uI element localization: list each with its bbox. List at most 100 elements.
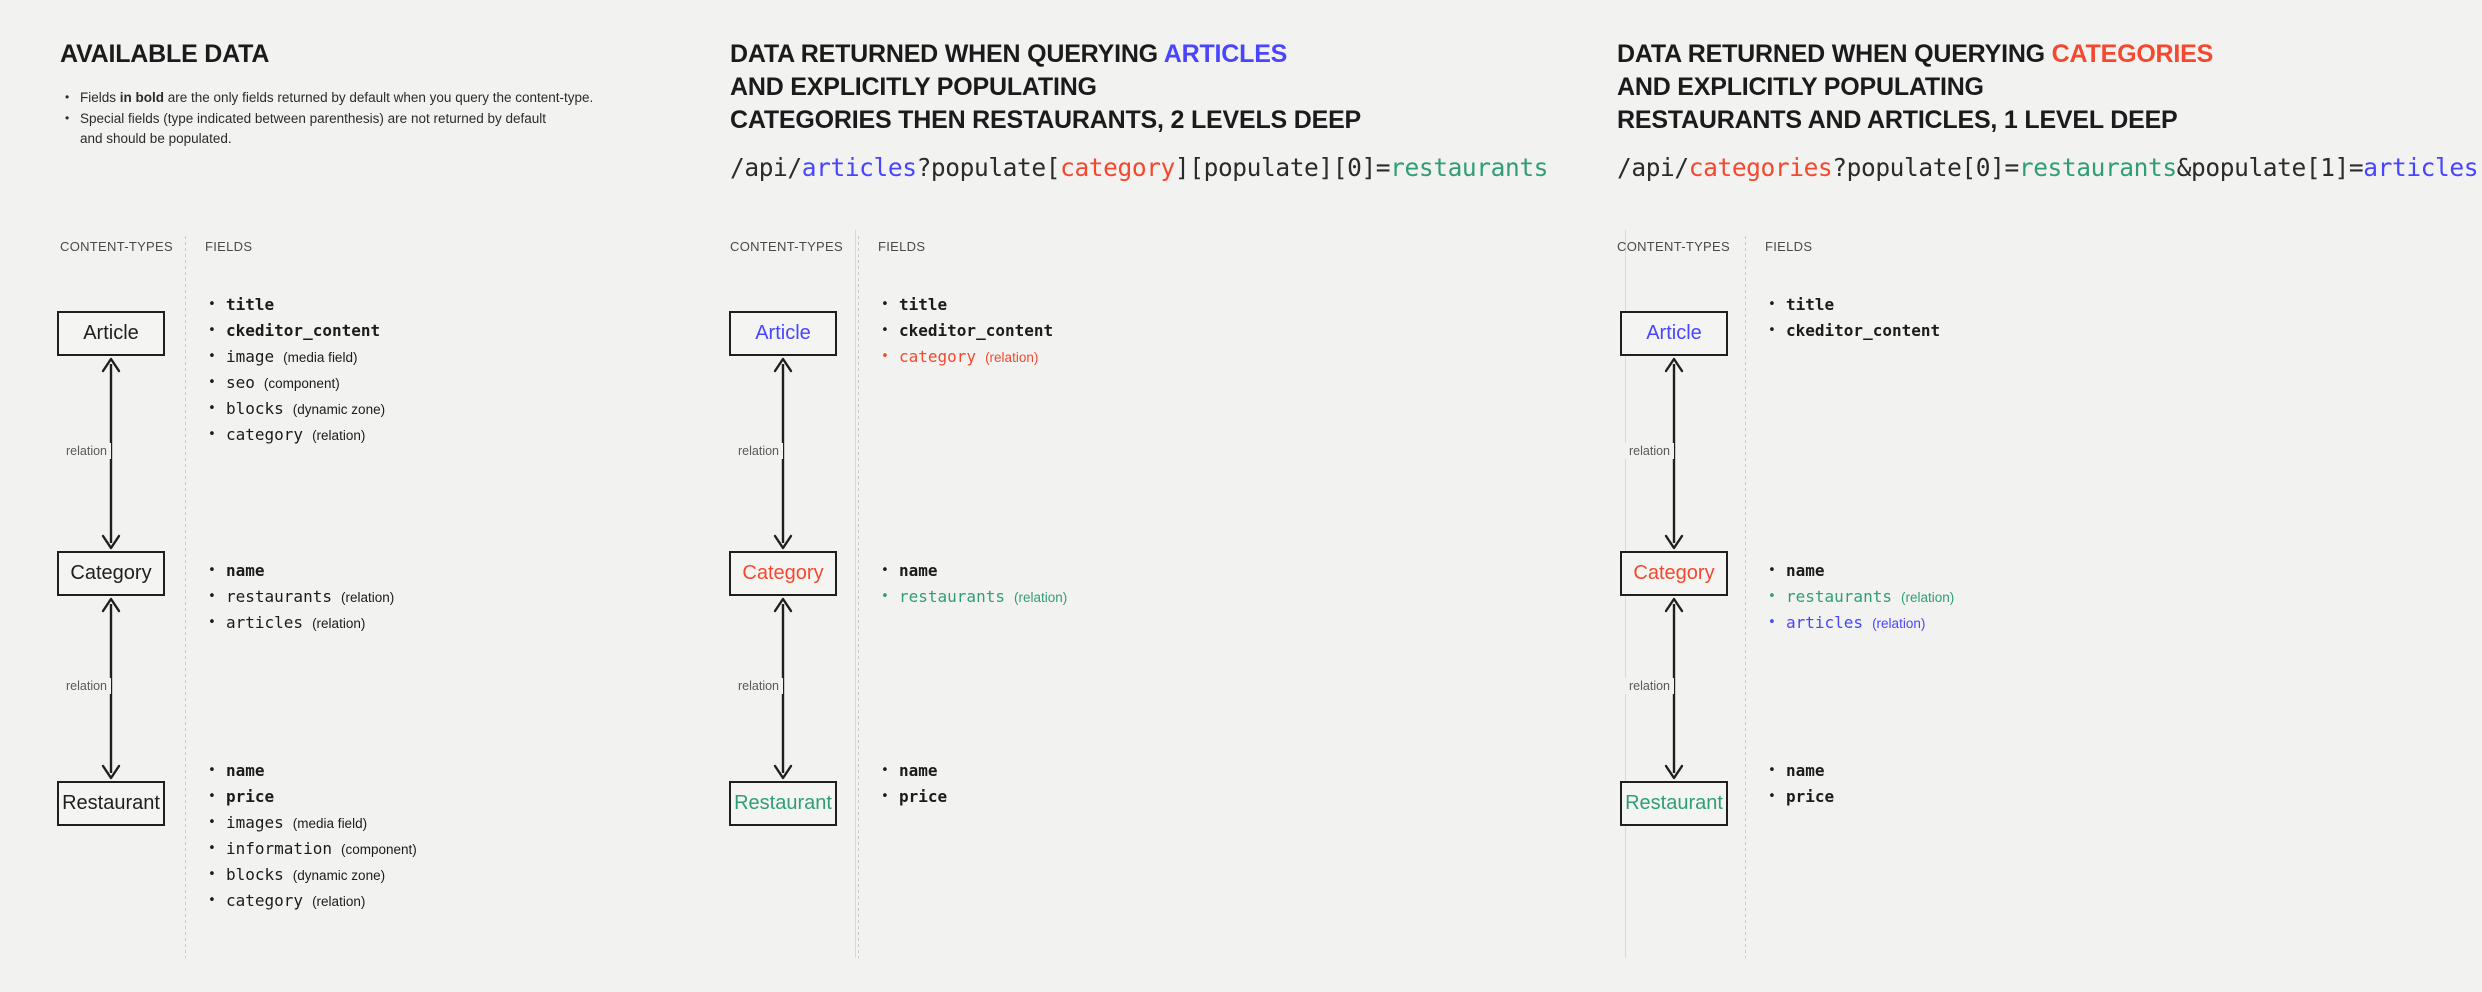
dotted-column-divider	[185, 236, 186, 958]
heading-segment: AND EXPLICITLY POPULATING	[1617, 73, 1984, 101]
field-name: name	[1786, 561, 1825, 580]
field-item: price	[1765, 784, 1834, 810]
field-name: price	[899, 787, 948, 806]
relation-arrow	[753, 356, 813, 551]
field-type: (relation)	[1872, 616, 1926, 631]
field-item: name	[205, 558, 394, 584]
relation-arrow	[753, 596, 813, 781]
field-name: restaurants	[899, 587, 1005, 606]
field-type: (component)	[340, 842, 417, 857]
relation-label: relation	[41, 678, 111, 694]
field-name: ckeditor_content	[899, 321, 1054, 340]
field-item: name	[205, 758, 417, 784]
entity-label: Category	[742, 561, 824, 584]
api-endpoint-url: /api/categories?populate[0]=restaurants&…	[1617, 153, 2478, 182]
field-item: information (component)	[205, 836, 417, 862]
panel-heading: AVAILABLE DATA	[60, 38, 269, 71]
url-segment: ?populate[	[916, 153, 1061, 182]
field-type: (relation)	[312, 428, 366, 443]
field-name: articles	[1786, 613, 1864, 632]
entity-box-category[interactable]: Category	[57, 550, 165, 596]
field-name: seo	[226, 373, 255, 392]
entity-box-category[interactable]: Category	[729, 550, 837, 596]
field-name: ckeditor_content	[1786, 321, 1941, 340]
field-name: restaurants	[1786, 587, 1892, 606]
field-list: title ckeditor_content	[1765, 292, 1940, 344]
field-item: name	[1765, 758, 1834, 784]
field-name: name	[899, 761, 938, 780]
field-name: name	[899, 561, 938, 580]
entity-label: Restaurant	[62, 791, 160, 814]
field-name: title	[899, 295, 948, 314]
column-label-content-types: CONTENT-TYPES	[1617, 239, 1730, 254]
entity-box-restaurant[interactable]: Restaurant	[57, 780, 165, 826]
field-item: price	[205, 784, 417, 810]
column-label-fields: FIELDS	[1765, 239, 1813, 254]
url-segment: restaurants	[2018, 153, 2177, 182]
entity-label: Article	[83, 321, 139, 344]
heading-segment: CATEGORIES	[2051, 40, 2214, 68]
panel-available-data: AVAILABLE DATA Fields in bold are the onl…	[0, 0, 855, 992]
field-type: (media field)	[283, 350, 358, 365]
relation-label: relation	[713, 678, 783, 694]
heading-segment: AND EXPLICITLY POPULATING	[730, 73, 1097, 101]
entity-box-article[interactable]: Article	[1620, 310, 1728, 356]
field-item: articles(relation)	[205, 610, 394, 636]
dotted-column-divider	[858, 236, 859, 958]
heading-line: DATA RETURNED WHEN QUERYING CATEGORIES	[1617, 38, 2213, 71]
field-name: name	[226, 761, 265, 780]
field-item: ckeditor_content	[205, 318, 385, 344]
entity-box-article[interactable]: Article	[729, 310, 837, 356]
field-type: (relation)	[1013, 590, 1068, 605]
url-segment: articles	[801, 153, 917, 182]
column-label-content-types: CONTENT-TYPES	[60, 239, 173, 254]
field-name: category	[226, 425, 304, 444]
heading-line: CATEGORIES THEN RESTAURANTS, 2 LEVELS DE…	[730, 104, 1361, 137]
entity-box-restaurant[interactable]: Restaurant	[1620, 780, 1728, 826]
field-item: price	[878, 784, 947, 810]
entity-box-article[interactable]: Article	[57, 310, 165, 356]
field-name: ckeditor_content	[226, 321, 381, 340]
relation-arrow	[81, 596, 141, 781]
entity-label: Article	[1646, 321, 1702, 344]
field-item: articles (relation)	[1765, 610, 1954, 636]
field-item: category(relation)	[878, 344, 1053, 370]
field-name: title	[226, 295, 275, 314]
heading-segment: RESTAURANTS AND ARTICLES, 1 LEVEL DEEP	[1617, 106, 2178, 134]
field-item: title	[1765, 292, 1940, 318]
field-name: articles	[226, 613, 304, 632]
entity-box-restaurant[interactable]: Restaurant	[729, 780, 837, 826]
relation-label: relation	[713, 443, 783, 459]
api-endpoint-url: /api/articles?populate[category][populat…	[730, 153, 1548, 182]
url-segment: &populate[1]=	[2176, 153, 2364, 182]
legend-note: Fields in bold are the only fields retur…	[63, 87, 593, 108]
url-segment: ][populate][0]=	[1174, 153, 1391, 182]
entity-box-category[interactable]: Category	[1620, 550, 1728, 596]
field-item: restaurants(relation)	[205, 584, 394, 610]
field-name: information	[226, 839, 332, 858]
url-segment: ?populate[0]=	[1832, 153, 2019, 182]
entity-label: Restaurant	[1625, 791, 1723, 814]
relation-arrow	[1644, 596, 1704, 781]
relation-label: relation	[1604, 443, 1674, 459]
heading-line: AND EXPLICITLY POPULATING	[1617, 71, 2213, 104]
field-type: (media field)	[292, 816, 368, 831]
url-segment: restaurants	[1390, 153, 1549, 182]
field-list: name restaurants (relation)	[878, 558, 1067, 610]
legend-note: Special fields (type indicated between p…	[63, 108, 593, 149]
field-list: titleckeditor_contentimage(media field)s…	[205, 292, 385, 448]
field-item: blocks(dynamic zone)	[205, 862, 417, 888]
field-item: ckeditor_content	[878, 318, 1053, 344]
field-name: images	[226, 813, 284, 832]
dotted-column-divider	[1745, 236, 1746, 958]
field-list: title ckeditor_content category(relation)	[878, 292, 1053, 370]
entity-label: Category	[1633, 561, 1715, 584]
column-label-fields: FIELDS	[205, 239, 253, 254]
field-name: category	[226, 891, 304, 910]
field-item: blocks(dynamic zone)	[205, 396, 385, 422]
url-segment: articles	[2363, 153, 2479, 182]
url-segment: categories	[1688, 153, 1833, 182]
